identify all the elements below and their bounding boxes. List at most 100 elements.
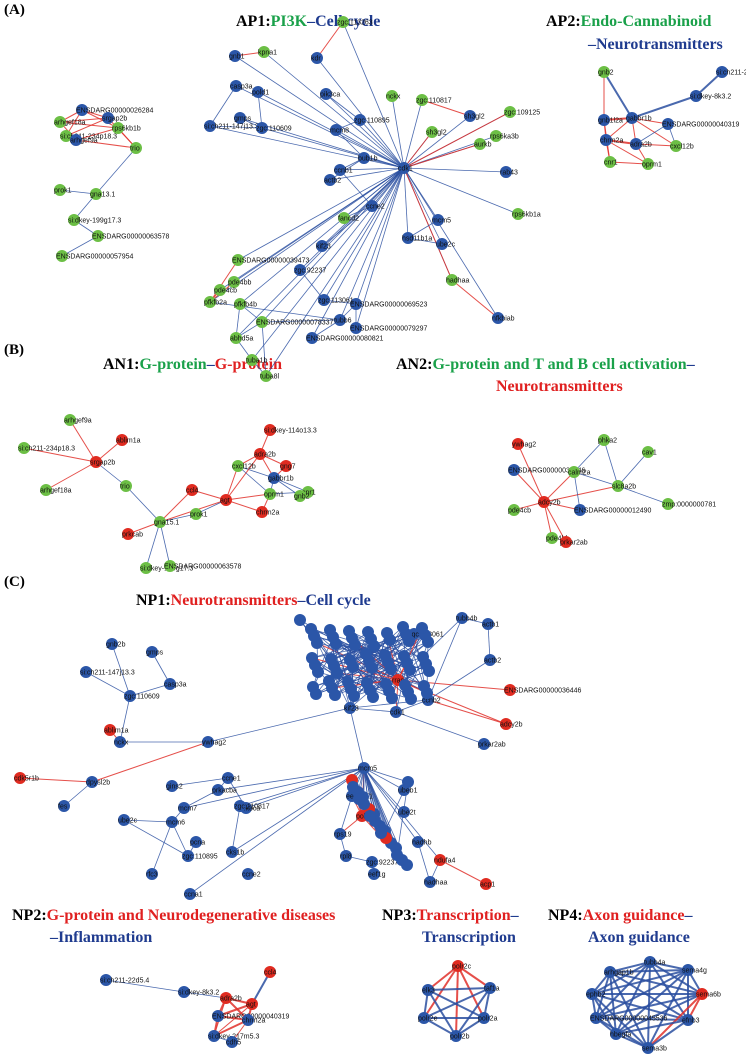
an2-edge — [573, 439, 605, 473]
np1-node-label: fes — [58, 804, 68, 811]
np4-node — [696, 988, 708, 1000]
ap1_main-node — [358, 152, 370, 164]
ap1_main-node — [416, 94, 428, 106]
np1-node-label: tubb4b — [456, 616, 478, 623]
np2-node — [242, 1014, 254, 1026]
np1-edge — [427, 617, 463, 701]
ap1_main-node — [320, 88, 332, 100]
title-np4: NP4:Axon guidance– — [548, 907, 693, 924]
np2-node-label: chrm2a — [242, 1018, 265, 1025]
np1-node — [416, 622, 428, 634]
ap1_main-edge — [263, 51, 405, 169]
ap1_main-node — [436, 238, 448, 250]
ap1_main-node-label: nfkbiab — [492, 316, 515, 323]
np2-edge — [213, 1019, 249, 1037]
np4-edge — [609, 969, 689, 973]
np1-node-label: cdk5r1b — [14, 776, 39, 783]
ap1_main-edge — [339, 167, 405, 171]
np1-node-label: pik3ca — [240, 806, 260, 813]
an2-edge — [573, 471, 619, 487]
ap2-node — [662, 118, 674, 130]
np1-node — [323, 675, 335, 687]
an1-edge — [225, 499, 263, 513]
ap1_main-edge — [451, 279, 499, 319]
np1-node — [242, 868, 254, 880]
np4-edge — [609, 971, 617, 1035]
np1-node-label: prkar2ab — [478, 742, 506, 749]
ap1_main-edge — [209, 167, 405, 303]
ap1_main-edge — [323, 167, 405, 301]
np4-node — [682, 964, 694, 976]
ap1_main-edge — [403, 167, 507, 173]
an2-node-label: adcy2b — [538, 500, 561, 507]
np4-node-label: efnb3 — [682, 1018, 700, 1025]
np1-node — [362, 626, 374, 638]
an1-node — [140, 562, 152, 574]
ap1_main-node-label: zgc:92237 — [294, 268, 326, 275]
np4-node — [590, 1012, 602, 1024]
ap1_main-node — [446, 274, 458, 286]
ap1_main-edge — [403, 131, 433, 169]
np1-node — [417, 651, 429, 663]
title-an2: AN2:G-protein and T and B cell activatio… — [396, 356, 695, 373]
np1-node-label: gins2 — [166, 784, 183, 791]
np1-node — [456, 612, 468, 624]
np3-node-label: polr2b — [450, 1034, 470, 1041]
ap1_left-node — [76, 104, 88, 116]
np3-node — [452, 960, 464, 972]
np1-node — [368, 868, 380, 880]
ap1_main-node-label: tuba1b — [246, 358, 268, 365]
ap1_main-edge — [403, 167, 453, 281]
np1-node-label: mcm7 — [178, 806, 197, 813]
an1-node — [18, 442, 30, 454]
np1-node-label: acp1 — [480, 882, 495, 889]
ap1_main-edge — [403, 167, 499, 319]
np4-edge — [649, 961, 703, 995]
np2-edge — [217, 1003, 253, 1017]
an1-edge — [225, 493, 271, 501]
an2-node-label: prkar2ab — [560, 540, 588, 547]
np2-node-label: adra2b — [220, 996, 242, 1003]
ap1_main-node — [228, 276, 240, 288]
an1-node-label: si:ch211-234p18.3 — [18, 446, 75, 453]
ap1_main-edge — [299, 269, 325, 301]
np1-node — [361, 677, 373, 689]
np3-node-label: taf1a — [484, 986, 500, 993]
ap1_main-node — [474, 138, 486, 150]
np4-node — [604, 966, 616, 978]
np1-node-label: mcm5 — [358, 766, 377, 773]
ap1_main-node — [256, 316, 268, 328]
ap2-node-label: gnb1l2a — [598, 118, 623, 125]
np4-edge — [615, 993, 703, 1035]
np1-node-label: rfc3 — [146, 872, 158, 879]
ap1_main-node-label: hsd11b1a — [402, 236, 432, 243]
ap1_left-node — [112, 122, 124, 134]
np2-node — [264, 966, 276, 978]
an1-node — [190, 508, 202, 520]
np1-edge — [183, 767, 365, 809]
ap1_main-edge — [261, 127, 405, 169]
np3-edge — [455, 965, 459, 1037]
np1-node — [325, 653, 337, 665]
np1-edge — [363, 767, 409, 783]
ap1_main-node — [256, 122, 268, 134]
ap1_left-node — [56, 250, 68, 262]
ap1_main-node — [214, 284, 226, 296]
ap1_main-edge — [261, 321, 267, 377]
title-np2-line2: –Inflammation — [50, 929, 153, 946]
np1-edge — [91, 741, 209, 783]
an2-node — [642, 446, 654, 458]
an1-node-label: gng7 — [280, 464, 296, 471]
np2-edge — [213, 1003, 253, 1037]
an2-edge — [543, 501, 567, 543]
ap1_main-node — [330, 124, 342, 136]
np1-node-label: ndufa4 — [434, 858, 456, 865]
ap1_main-node — [324, 174, 336, 186]
an1-edge — [95, 461, 127, 487]
np1-node-label: ccne2 — [242, 872, 261, 879]
ap1_left-edge — [81, 109, 119, 129]
ap1_main-edge — [316, 57, 405, 169]
np1-node-label: eef1g — [368, 872, 386, 879]
np1-node — [166, 780, 178, 792]
ap1_main-node — [234, 298, 246, 310]
